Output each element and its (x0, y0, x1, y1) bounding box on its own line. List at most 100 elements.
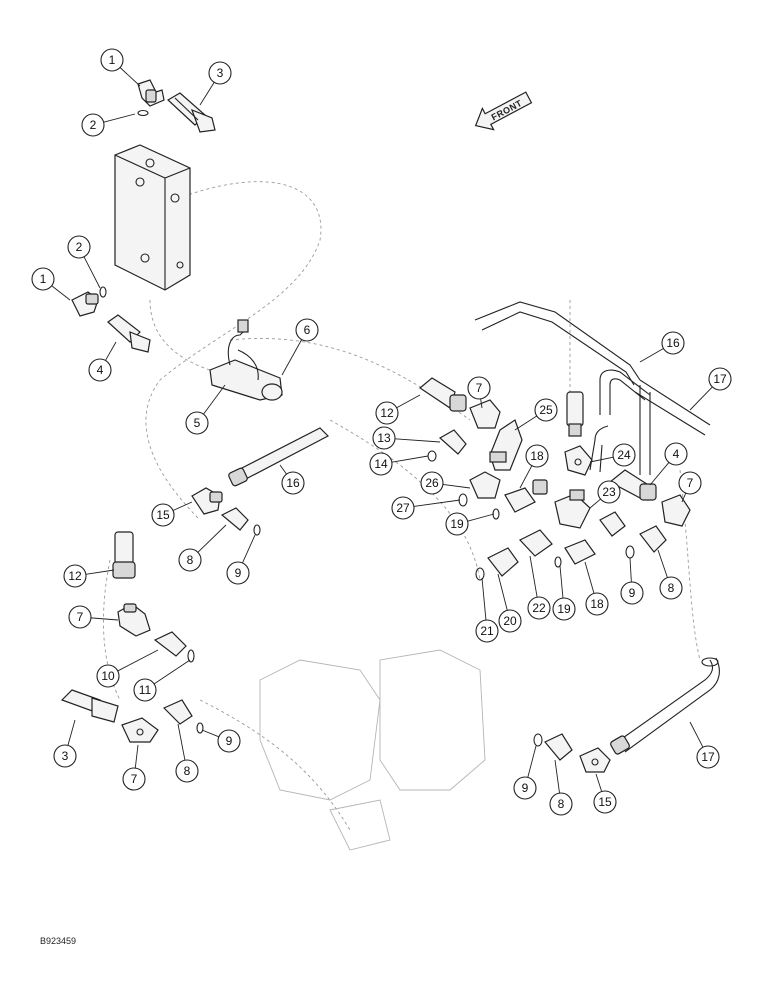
callout-26: 26 (420, 471, 471, 495)
tube-17-bottom (610, 657, 720, 755)
elbow-fitting-1-mid (71, 286, 107, 317)
callout-leader (103, 113, 136, 123)
callout-circle (96, 664, 120, 688)
callout-24: 24 (589, 443, 636, 467)
callout-11: 11 (133, 659, 191, 702)
callout-leader (497, 573, 508, 611)
ghost-background (103, 181, 701, 851)
callout-circle (63, 564, 87, 588)
tube-17-right (634, 379, 711, 475)
callout-circle (534, 398, 558, 422)
callout-number: 12 (68, 569, 82, 583)
callout-leader (584, 561, 595, 594)
callout-number: 8 (558, 797, 565, 811)
callout-leader (589, 498, 601, 509)
valve-block (114, 144, 191, 291)
callout-7: 7 (122, 744, 146, 791)
callout-circle (185, 411, 209, 435)
callout-leader (279, 464, 287, 475)
callout-number: 18 (590, 597, 604, 611)
callout-number: 5 (194, 416, 201, 430)
callout-18: 18 (584, 561, 609, 616)
callout-number: 23 (602, 485, 616, 499)
plug-cap-near-25 (566, 391, 584, 437)
callout-circle (420, 471, 444, 495)
callout-circle (612, 443, 636, 467)
callout-leader (117, 649, 159, 672)
callout-number: 3 (62, 749, 69, 763)
fitting-18-upper (492, 479, 548, 520)
callout-1: 1 (31, 267, 71, 301)
callout-number: 24 (617, 448, 631, 462)
callout-circle (133, 678, 157, 702)
callout-leader (514, 415, 538, 431)
callout-circle (708, 367, 732, 391)
callout-8: 8 (657, 549, 683, 600)
callout-7: 7 (678, 471, 702, 503)
callout-3: 3 (53, 719, 77, 768)
callout-circle (151, 503, 175, 527)
hose-end-12-left (112, 531, 136, 579)
elbow-7-bottom (121, 717, 159, 743)
callout-circle (659, 576, 683, 600)
callout-circle (513, 776, 537, 800)
callout-leader (413, 499, 461, 507)
fitting-18-lower (554, 539, 596, 568)
callout-number: 4 (673, 447, 680, 461)
callout-8: 8 (175, 723, 199, 783)
callout-leader (83, 256, 101, 289)
callout-number: 4 (97, 363, 104, 377)
callout-leader (199, 82, 215, 106)
callout-number: 3 (217, 66, 224, 80)
callout-number: 12 (380, 406, 394, 420)
callout-number: 1 (109, 53, 116, 67)
callout-circle (593, 790, 617, 814)
callout-circle (122, 767, 146, 791)
callout-leader (177, 723, 186, 761)
callout-circle (467, 376, 491, 400)
callout-8: 8 (549, 759, 573, 816)
callout-6: 6 (281, 318, 319, 376)
adapter-8-bottom-right (533, 733, 573, 761)
tube-16-left (228, 427, 330, 487)
callout-leader (134, 744, 139, 769)
callout-number: 9 (226, 734, 233, 748)
callout-14: 14 (369, 452, 429, 476)
callout-number: 17 (713, 372, 727, 386)
tee-24 (564, 445, 593, 476)
callout-leader (481, 577, 487, 621)
callout-circle (31, 267, 55, 291)
callout-circle (549, 792, 573, 816)
adapter-20 (475, 547, 519, 581)
callout-4: 4 (88, 341, 117, 382)
callout-8: 8 (178, 524, 227, 572)
callout-leader (519, 465, 533, 489)
callout-9: 9 (226, 534, 256, 585)
callout-number: 15 (156, 508, 170, 522)
callout-number: 19 (450, 517, 464, 531)
callout-leader (559, 565, 564, 599)
callout-circle (552, 597, 576, 621)
hose-end-4-right (608, 469, 657, 501)
adapter-13 (427, 429, 467, 462)
callout-number: 6 (304, 323, 311, 337)
elbow-7-right-top (469, 399, 501, 429)
callout-20: 20 (497, 573, 522, 633)
callout-circle (226, 561, 250, 585)
callout-circle (678, 471, 702, 495)
callout-5: 5 (185, 384, 226, 435)
callout-number: 7 (687, 476, 694, 490)
callout-number: 16 (666, 336, 680, 350)
callout-circle (372, 426, 396, 450)
callout-19: 19 (445, 512, 495, 536)
callout-leader (649, 462, 670, 486)
callout-number: 14 (374, 457, 388, 471)
elbow-23 (554, 489, 591, 529)
callout-number: 1 (40, 272, 47, 286)
callout-leader (105, 341, 117, 361)
callout-leader (689, 721, 704, 748)
callout-number: 16 (286, 476, 300, 490)
callout-leader (281, 339, 303, 376)
callout-circle (597, 480, 621, 504)
callout-number: 26 (425, 476, 439, 490)
